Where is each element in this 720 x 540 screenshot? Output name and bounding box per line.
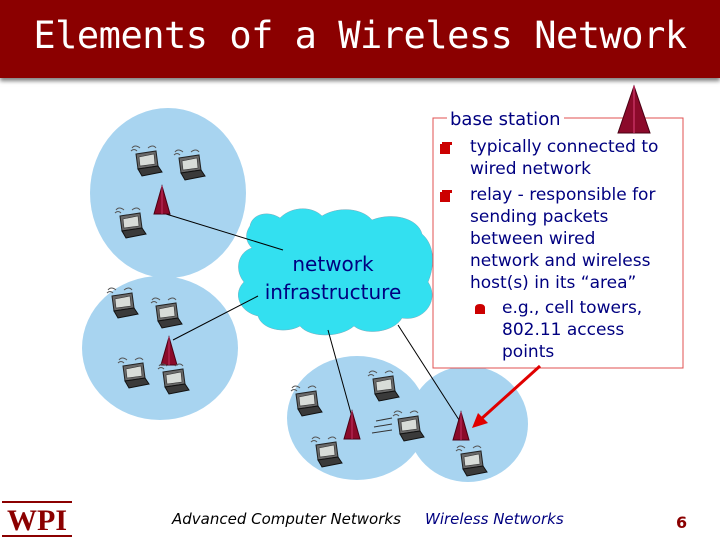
page-number: 6 [676, 513, 688, 532]
callout-frame [432, 117, 684, 369]
title-bar: Elements of a Wireless Network [0, 0, 720, 78]
bullet-icon [440, 142, 452, 154]
footer-topic: Wireless Networks [425, 510, 564, 528]
network-infrastructure-cloud [238, 208, 433, 336]
svg-text:WPI: WPI [7, 504, 67, 537]
bullet-text: relay - responsible for sending packets … [470, 185, 656, 293]
slide-title: Elements of a Wireless Network [33, 14, 687, 57]
wired-link [165, 213, 284, 251]
wired-link [172, 295, 259, 341]
bullet-text: e.g., cell towers, 802.11 access points [502, 298, 643, 362]
arrow-icon [472, 364, 542, 428]
bullet-icon [440, 190, 452, 202]
sub-bullet-icon [475, 304, 485, 314]
bullet-text: typically connected to wired network [470, 137, 659, 179]
wired-link [327, 329, 353, 418]
wireless-cell [82, 276, 238, 420]
wireless-cell [90, 108, 246, 278]
callout-title: base station [447, 108, 564, 132]
cloud-label-line: infrastructure [264, 280, 402, 304]
callout-sub-bullet: e.g., cell towers, 802.11 access points [474, 297, 674, 363]
callout-bullet: typically connected to wired network [440, 136, 685, 180]
wpi-logo: WPI [2, 500, 72, 538]
wired-link [397, 324, 462, 424]
callout-bullet: relay - responsible for sending packets … [440, 184, 685, 294]
footer-course: Advanced Computer Networks [172, 510, 401, 528]
cloud-label-line: network [292, 252, 374, 276]
cloud-label: network infrastructure [233, 250, 433, 306]
wireless-cell [408, 366, 528, 482]
radio-waves-icon [371, 417, 393, 434]
